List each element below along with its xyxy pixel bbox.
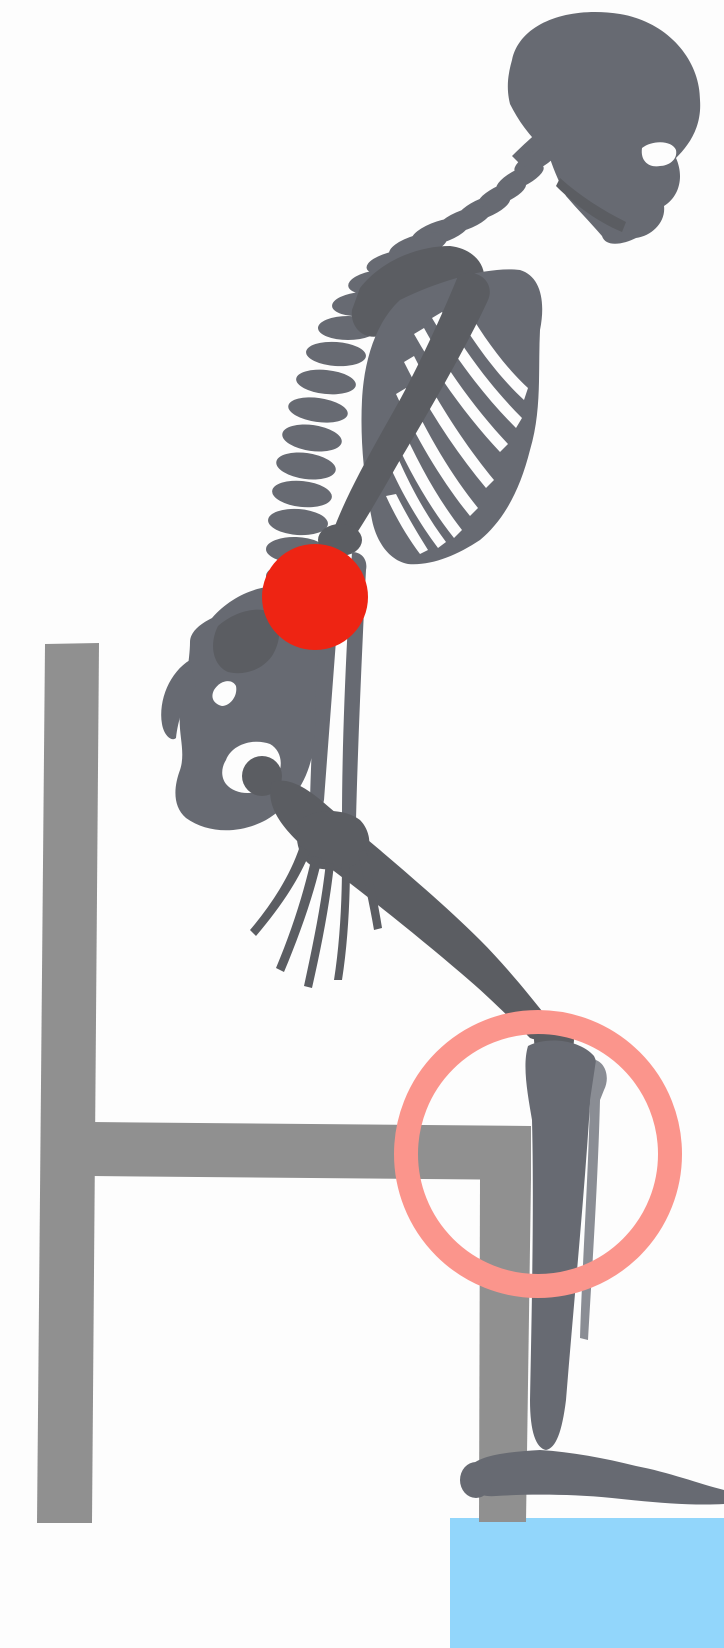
skull [508, 12, 700, 244]
floor-block [450, 1518, 724, 1648]
chair-back-post [37, 643, 99, 1523]
hand [250, 811, 382, 988]
lower-leg [525, 1016, 606, 1450]
skeleton-icon [161, 12, 724, 1505]
chair-seat [92, 1122, 531, 1180]
lower-back-marker [262, 544, 368, 650]
